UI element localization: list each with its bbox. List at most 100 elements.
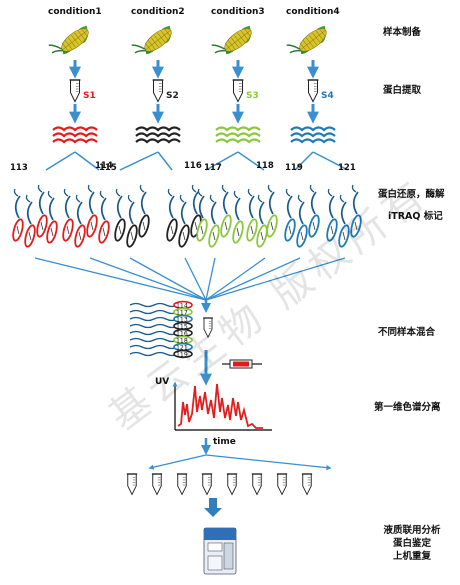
peptide-bead-8-1: [326, 188, 338, 242]
condition-label-4: condition4: [286, 7, 340, 17]
fraction-tube-icon-1: [126, 473, 138, 496]
peptide-bead-8-2: [338, 194, 350, 248]
mix-strand-4: [129, 323, 179, 329]
chrom-trace: [177, 383, 263, 429]
peptide-bead-3-1: [114, 188, 126, 242]
peptide-bead-7-2: [296, 194, 308, 248]
sample-label-4: S4: [321, 91, 334, 101]
condition-label-2: condition2: [131, 7, 185, 17]
peptide-bead-8-3: [350, 184, 362, 238]
itraq-tag-117: 117: [204, 163, 222, 173]
peptide-bead-6-3: [266, 184, 278, 238]
mix-tag-117: 117: [176, 310, 188, 317]
split-line-left-4: [294, 151, 314, 171]
split-line-right-2: [157, 151, 173, 171]
itraq-tag-121: 121: [338, 163, 356, 173]
sample-label-1: S1: [83, 91, 96, 101]
fraction-tube-icon-6: [251, 473, 263, 496]
mix-tag-113: 113: [176, 317, 188, 324]
stage-itraq-label: iTRAQ 标记: [388, 211, 443, 222]
fraction-tube-icon-8: [301, 473, 313, 496]
sample-tube-icon-3: [232, 79, 244, 103]
stage-lcms-line3: 上机重复: [392, 551, 431, 562]
mix-tag-118: 118: [176, 338, 188, 345]
corn-icon-3: [211, 25, 252, 55]
fraction-tube-icon-7: [276, 473, 288, 496]
stage-sample-prep: 样本制备: [383, 27, 422, 38]
condition-label-1: condition1: [48, 7, 102, 17]
converge-line-8: [205, 257, 346, 301]
protein-strands-1: [52, 126, 98, 144]
fraction-tube-icon-2: [151, 473, 163, 496]
corn-icon-1: [48, 25, 89, 55]
peptide-bead-1-4: [46, 190, 58, 244]
stage-mix: 不同样本混合: [378, 327, 436, 338]
itraq-tag-118: 118: [256, 161, 274, 171]
converge-line-3: [129, 257, 207, 301]
stage-lcms-line2: 蛋白鉴定: [392, 538, 431, 549]
converge-line-6: [205, 257, 266, 301]
big-arrow-to-ms: [204, 498, 222, 517]
mix-tag-119: 119: [176, 352, 188, 359]
fraction-tube-icon-3: [176, 473, 188, 496]
mix-tag-bubble-8: [173, 349, 193, 359]
peptide-bead-4-1: [166, 188, 178, 242]
itraq-tag-119: 119: [285, 163, 303, 173]
fraction-line-right: [205, 454, 332, 471]
mix-strand-2: [129, 309, 179, 315]
itraq-tag-114: 114: [95, 161, 113, 171]
protein-strands-4: [290, 126, 336, 144]
itraq-tag-115: 115: [99, 163, 117, 173]
stage-lcms: 液质联用分析 蛋白鉴定 上机重复: [372, 524, 452, 563]
split-line-left-1: [45, 151, 76, 171]
peptide-bead-2-4: [98, 190, 110, 244]
mix-strand-1: [129, 302, 179, 308]
chrom-x-label: time: [213, 437, 236, 447]
converge-line-2: [89, 257, 207, 301]
peptide-bead-2-2: [74, 194, 86, 248]
peptide-bead-7-3: [308, 184, 320, 238]
itraq-tag-116: 116: [184, 161, 202, 171]
peptide-bead-2-3: [86, 184, 98, 238]
stage-lcms-line1: 液质联用分析: [383, 525, 441, 536]
condition-label-3: condition3: [211, 7, 265, 17]
corn-icon-4: [286, 25, 327, 55]
sample-label-3: S3: [246, 91, 259, 101]
sample-tube-icon-2: [152, 79, 164, 103]
split-line-right-3: [237, 151, 265, 171]
peptide-bead-5-4: [232, 190, 244, 244]
peptide-bead-6-2: [256, 194, 268, 248]
peptide-bead-5-2: [208, 194, 220, 248]
peptide-bead-3-3: [138, 184, 150, 238]
converge-line-1: [34, 257, 207, 301]
sample-tube-icon-1: [69, 79, 81, 103]
split-line-right-4: [312, 151, 349, 171]
mix-strand-3: [129, 316, 179, 322]
converge-line-7: [205, 257, 301, 301]
mix-strand-6: [129, 337, 179, 343]
stage-reduce-digest: 蛋白还原，酶解: [378, 189, 445, 200]
peptide-bead-5-3: [220, 184, 232, 238]
fraction-tube-icon-4: [201, 473, 213, 496]
converge-line-4: [184, 257, 207, 301]
lc-column-icon: [222, 359, 262, 369]
peptide-bead-1-2: [24, 194, 36, 248]
mix-tube-icon: [203, 317, 213, 339]
sample-tube-icon-4: [307, 79, 319, 103]
mix-tag-114: 114: [176, 303, 188, 310]
split-line-left-2: [119, 151, 159, 171]
peptide-bead-4-2: [178, 194, 190, 248]
itraq-tag-113: 113: [10, 163, 28, 173]
protein-strands-3: [215, 126, 261, 144]
peptide-bead-6-1: [246, 188, 258, 242]
mix-strand-8: [129, 351, 179, 357]
split-line-right-1: [74, 151, 100, 171]
peptide-bead-7-1: [284, 188, 296, 242]
stage-first-dim-lc: 第一维色谱分离: [374, 402, 441, 413]
mix-strand-5: [129, 330, 179, 336]
peptide-bead-5-1: [196, 188, 208, 242]
converge-line-5: [205, 257, 216, 301]
mix-strand-7: [129, 344, 179, 350]
peptide-bead-2-1: [62, 188, 74, 242]
